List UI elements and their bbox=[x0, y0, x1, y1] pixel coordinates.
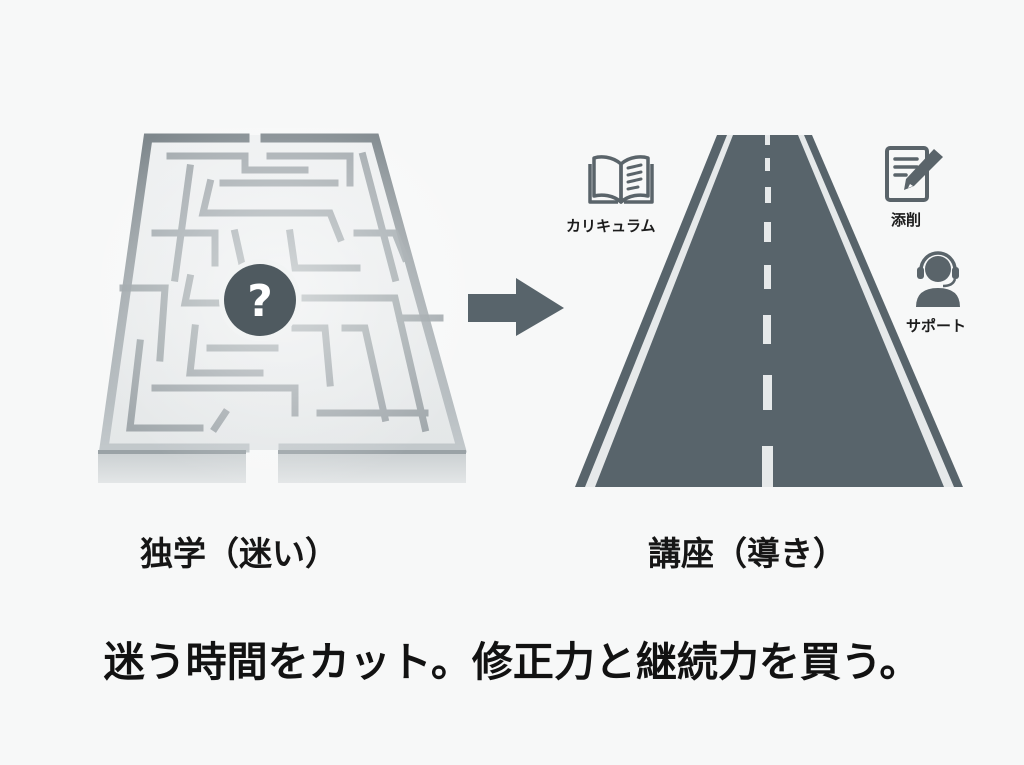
feature-label-curriculum: カリキュラム bbox=[566, 217, 656, 235]
caption-course: 講座（導き） bbox=[648, 534, 846, 573]
svg-text:?: ? bbox=[247, 276, 273, 327]
book-icon bbox=[588, 155, 654, 204]
edit-document-icon bbox=[885, 146, 943, 202]
road-illustration bbox=[575, 135, 963, 487]
tagline: 迷う時間をカット。修正力と継続力を買う。 bbox=[103, 638, 921, 686]
caption-self-study: 独学（迷い） bbox=[140, 534, 338, 573]
arrow-right-icon bbox=[468, 278, 564, 336]
headset-support-icon bbox=[916, 251, 960, 307]
question-mark-icon: ? bbox=[219, 259, 301, 341]
feature-label-correction: 添削 bbox=[891, 211, 922, 229]
maze-illustration: ? bbox=[95, 128, 470, 493]
feature-label-support: サポート bbox=[906, 317, 967, 335]
